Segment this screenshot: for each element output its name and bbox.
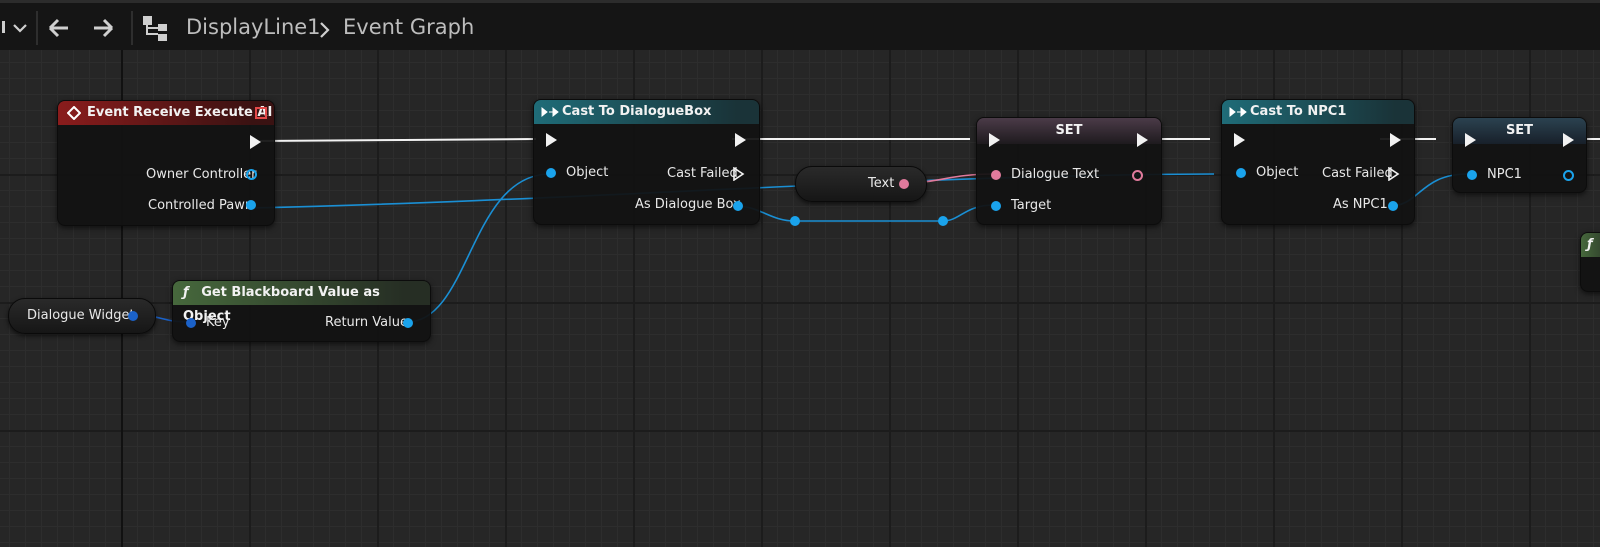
return-value-pin[interactable] <box>403 318 413 328</box>
dialogue-widget-output-pin[interactable] <box>128 311 138 321</box>
delegate-pin-icon[interactable] <box>255 107 267 119</box>
toolbar-separator <box>131 11 133 45</box>
node-header: Cast To DialogueBox <box>534 100 759 124</box>
pin-label-as-npc1: As NPC1 <box>1333 197 1388 212</box>
exec-in-pin[interactable] <box>1465 133 1476 147</box>
exec-in-pin[interactable] <box>1234 133 1245 147</box>
exec-out-pin[interactable] <box>1563 133 1574 147</box>
node-title: SET <box>1055 123 1083 138</box>
breadcrumb-chevron-icon <box>320 22 330 38</box>
as-npc1-pin[interactable] <box>1388 201 1398 211</box>
reroute-node[interactable] <box>790 216 800 226</box>
cast-arrows-icon <box>1229 106 1247 118</box>
object-pin[interactable] <box>1236 168 1246 178</box>
cast-failed-exec-pin[interactable] <box>733 167 745 181</box>
node-title: Event Receive Execute AI <box>87 105 273 120</box>
node-set-dialogue-text[interactable]: SET Dialogue Text Target <box>976 117 1162 225</box>
toolbar: DisplayLine1 Event Graph <box>0 0 1600 50</box>
function-icon: ƒ <box>1587 237 1593 252</box>
pin-label-cast-failed: Cast Failed <box>667 166 738 181</box>
node-header: ƒ <box>1581 233 1600 257</box>
hierarchy-icon <box>143 16 167 41</box>
exec-out-pin[interactable] <box>250 135 261 149</box>
pin-label-cast-failed: Cast Failed <box>1322 166 1393 181</box>
arrow-left-icon <box>48 18 68 38</box>
controlled-pawn-pin[interactable] <box>246 200 256 210</box>
node-header: Event Receive Execute AI <box>58 101 274 125</box>
pin-label-controlled-pawn: Controlled Pawn <box>148 198 254 213</box>
node-text-variable[interactable]: Text <box>795 166 927 202</box>
forward-button[interactable] <box>88 11 118 45</box>
npc1-pin[interactable] <box>1467 170 1477 180</box>
pin-label-owner-controller: Owner Controller <box>146 167 257 182</box>
reroute-node[interactable] <box>938 216 948 226</box>
cast-arrows-icon <box>541 106 559 118</box>
node-header: Cast To NPC1 <box>1222 100 1414 124</box>
node-get-blackboard-value-as-object[interactable]: ƒ Get Blackboard Value as Object Key Ret… <box>172 280 431 342</box>
node-cast-to-dialoguebox[interactable]: Cast To DialogueBox Object Cast Failed A… <box>533 99 760 225</box>
exec-in-pin[interactable] <box>546 133 557 147</box>
pin-label-target: Target <box>1011 198 1052 213</box>
arrow-right-icon <box>94 18 114 38</box>
exec-out-pin[interactable] <box>735 133 746 147</box>
node-title: Cast To NPC1 <box>1250 104 1347 119</box>
pin-label-npc1: NPC1 <box>1487 167 1522 182</box>
node-header: SET <box>977 118 1161 144</box>
pin-label-object: Object <box>1256 165 1299 180</box>
node-title: Get Blackboard Value as Object <box>183 285 380 324</box>
dialogue-text-pin[interactable] <box>991 170 1001 180</box>
node-dialogue-widget-variable[interactable]: Dialogue Widget <box>8 298 156 334</box>
node-event-receive-execute-ai[interactable]: Event Receive Execute AI Owner Controlle… <box>57 100 275 226</box>
node-header: ƒ Get Blackboard Value as Object <box>173 281 430 324</box>
node-title: SET <box>1505 123 1534 138</box>
back-button[interactable] <box>44 11 74 45</box>
function-icon: ƒ <box>183 285 189 300</box>
object-pin[interactable] <box>546 168 556 178</box>
pin-label-return-value: Return Value <box>325 315 408 330</box>
exec-wire-1[interactable] <box>257 138 537 142</box>
as-dialogue-box-pin[interactable] <box>733 201 743 211</box>
cast-failed-exec-pin[interactable] <box>1388 167 1400 181</box>
breadcrumb-graph[interactable]: Event Graph <box>343 15 475 39</box>
node-cast-to-npc1[interactable]: Cast To NPC1 Object Cast Failed As NPC1 <box>1221 99 1415 225</box>
exec-out-pin[interactable] <box>1137 133 1148 147</box>
chevron-down-icon <box>2 21 27 33</box>
dialogue-text-output-pin[interactable] <box>1132 170 1143 181</box>
target-pin[interactable] <box>991 201 1001 211</box>
exec-in-pin[interactable] <box>989 133 1000 147</box>
key-pin[interactable] <box>186 318 196 328</box>
variable-label-text: Text <box>868 176 895 191</box>
npc1-output-pin[interactable] <box>1563 170 1574 181</box>
pin-label-object: Object <box>566 165 609 180</box>
event-diamond-icon <box>67 106 81 120</box>
options-dropdown[interactable] <box>0 11 30 45</box>
text-output-pin[interactable] <box>899 179 909 189</box>
node-partial-function[interactable]: ƒ <box>1580 232 1600 292</box>
node-title: Cast To DialogueBox <box>562 104 712 119</box>
pin-label-dialogue-text: Dialogue Text <box>1011 167 1100 182</box>
hierarchy-button[interactable] <box>140 11 170 45</box>
variable-label-dialogue-widget: Dialogue Widget <box>27 308 135 323</box>
owner-controller-pin[interactable] <box>246 169 257 180</box>
node-set-npc1[interactable]: SET NPC1 <box>1452 117 1587 193</box>
pin-label-as-dialogue-box: As Dialogue Box <box>635 197 741 212</box>
breadcrumb-blueprint[interactable]: DisplayLine1 <box>186 15 321 39</box>
toolbar-separator <box>36 11 38 45</box>
exec-out-pin[interactable] <box>1390 133 1401 147</box>
pin-label-key: Key <box>206 315 230 330</box>
